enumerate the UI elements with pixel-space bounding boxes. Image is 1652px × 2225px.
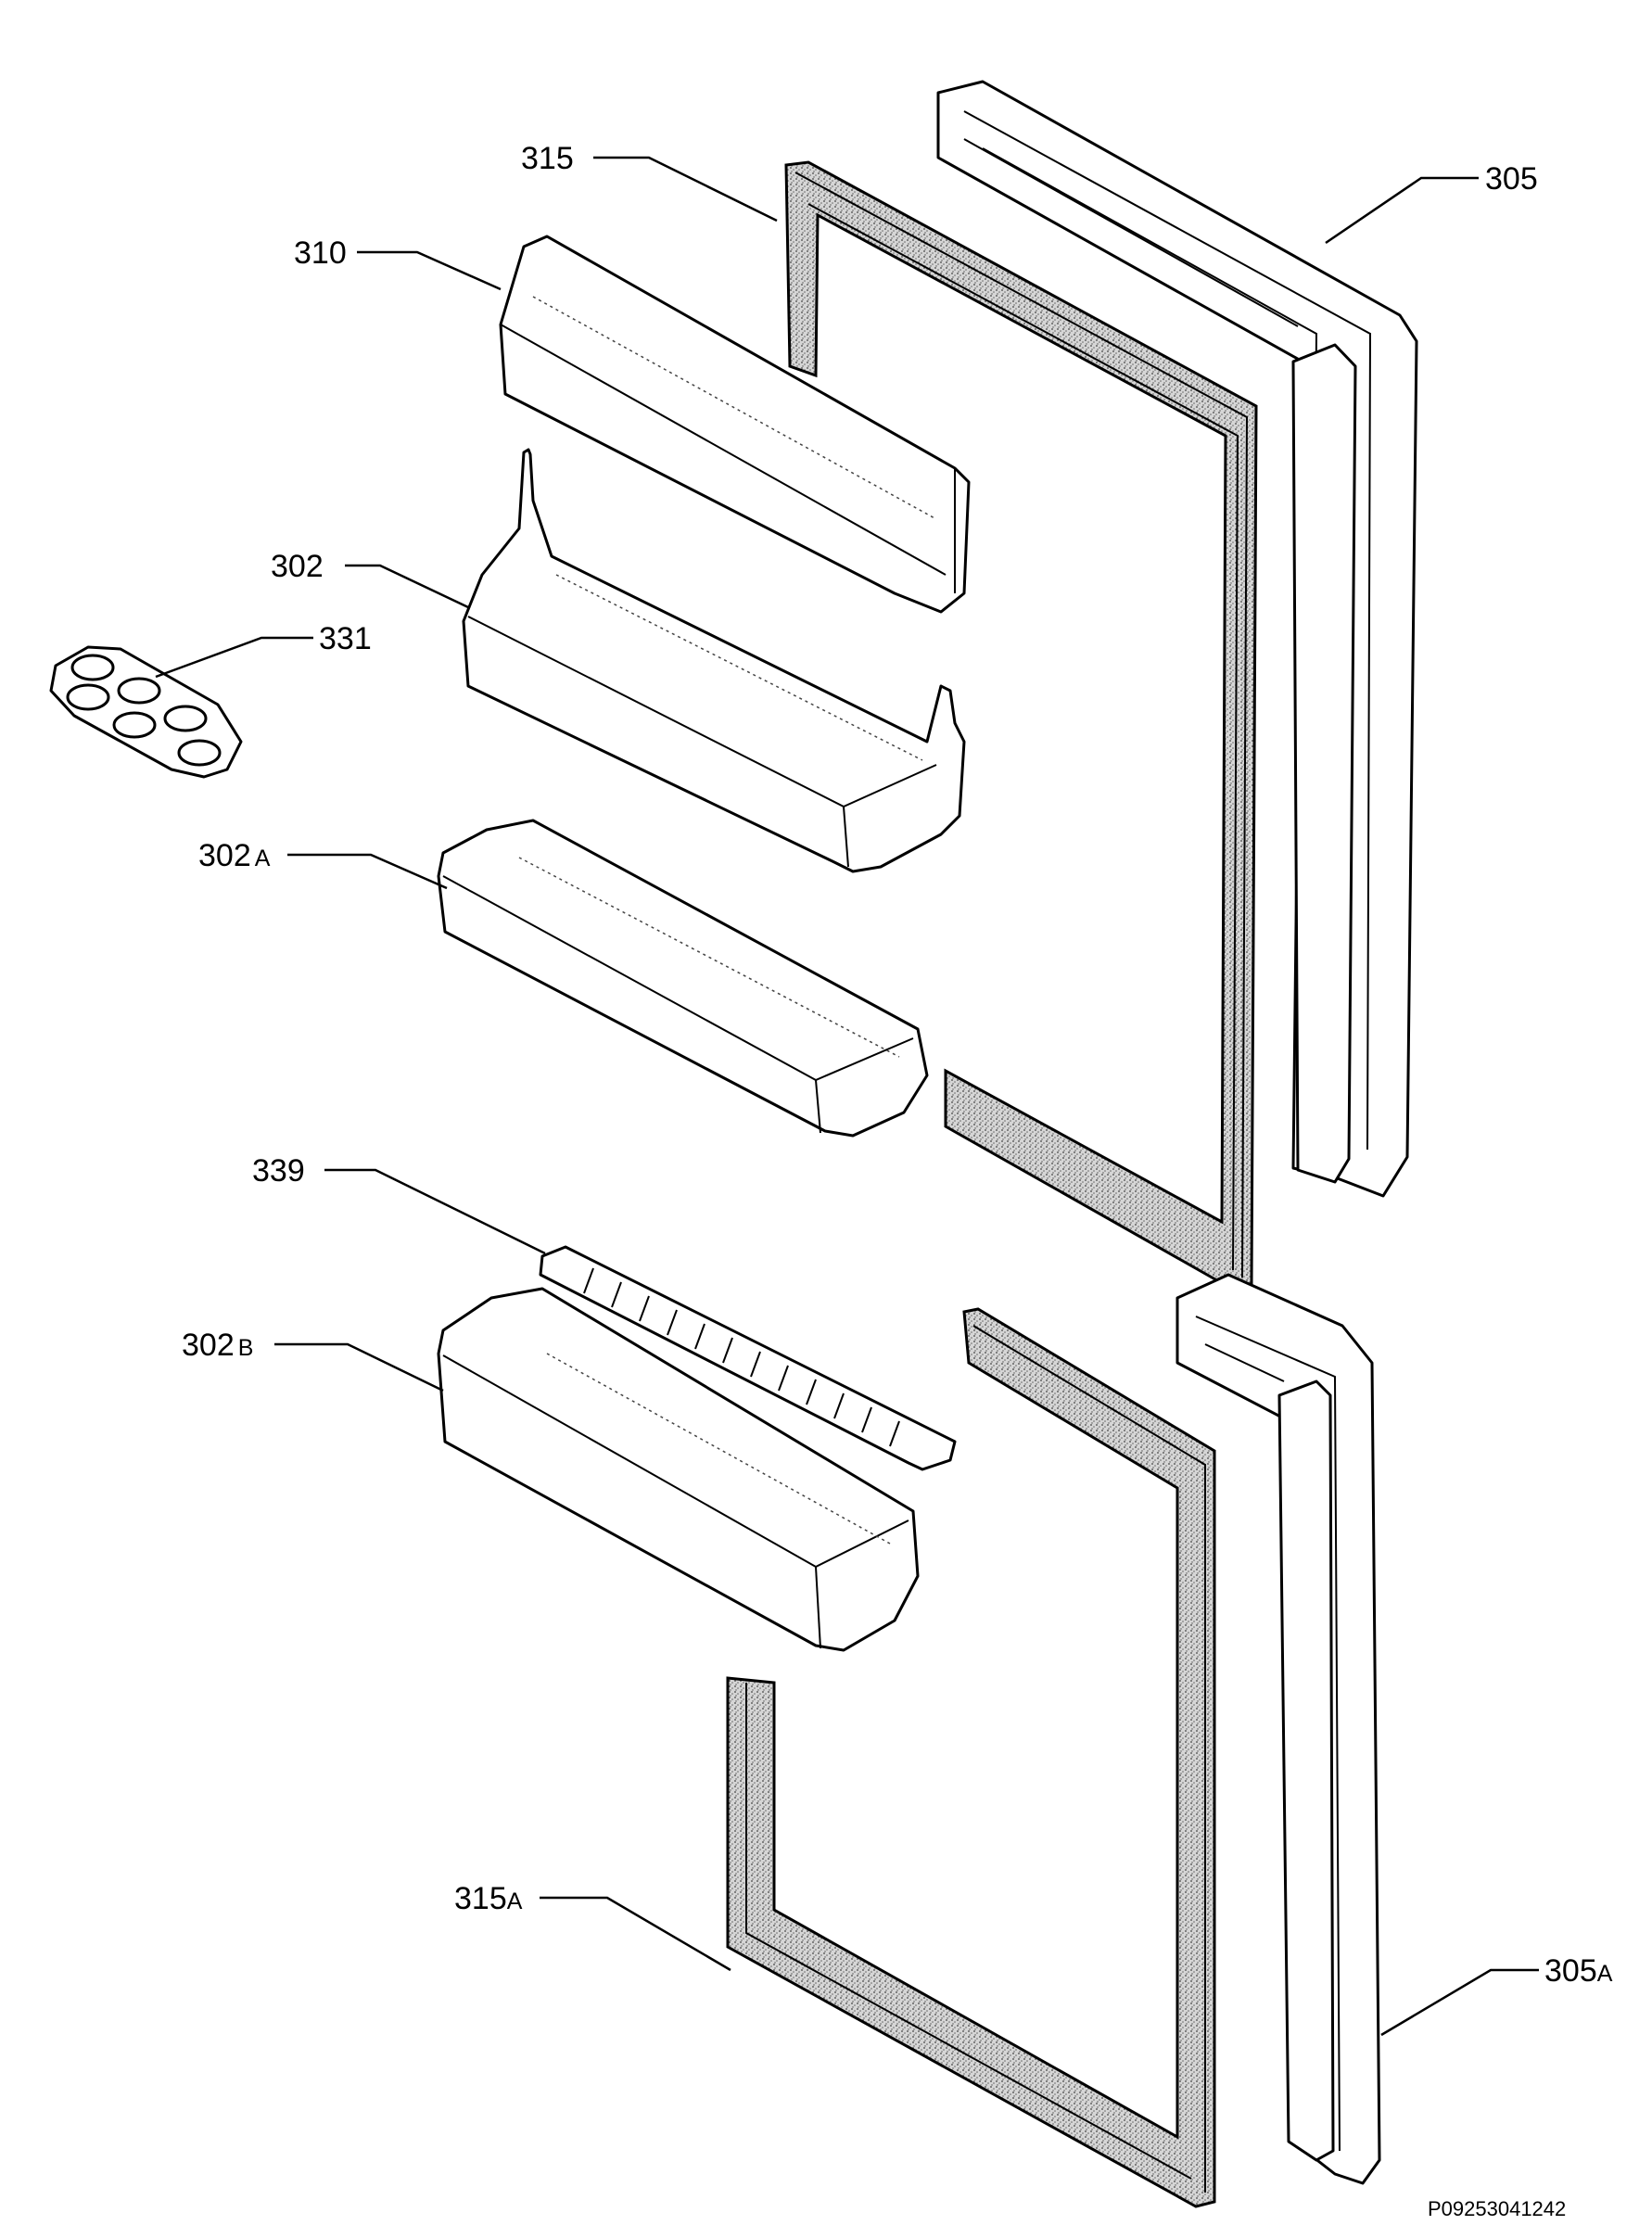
drawing-reference: P09253041242 (1428, 2197, 1566, 2220)
leader-lines (155, 156, 1539, 2037)
callout-310: 310 (294, 235, 347, 271)
dairy-lid-310 (499, 235, 971, 614)
callout-315A: 315A (454, 1881, 523, 1916)
lower-door-305A (1175, 1273, 1381, 2185)
door-shelf-302A (437, 819, 929, 1138)
callout-315: 315 (521, 141, 574, 176)
callout-339: 339 (252, 1153, 305, 1189)
callout-302: 302 (271, 549, 324, 584)
door-shelf-302B (437, 1287, 920, 1652)
upper-door-305 (936, 80, 1418, 1198)
callout-331: 331 (319, 621, 372, 656)
door-shelf-302 (462, 448, 966, 873)
egg-tray-331 (49, 645, 243, 779)
callout-305: 305 (1485, 161, 1538, 197)
upper-gasket-315 (784, 160, 1258, 1289)
callout-305A: 305A (1544, 1953, 1613, 1989)
bottle-holder-339 (539, 1245, 957, 1471)
lower-gasket-315A (726, 1307, 1216, 2208)
